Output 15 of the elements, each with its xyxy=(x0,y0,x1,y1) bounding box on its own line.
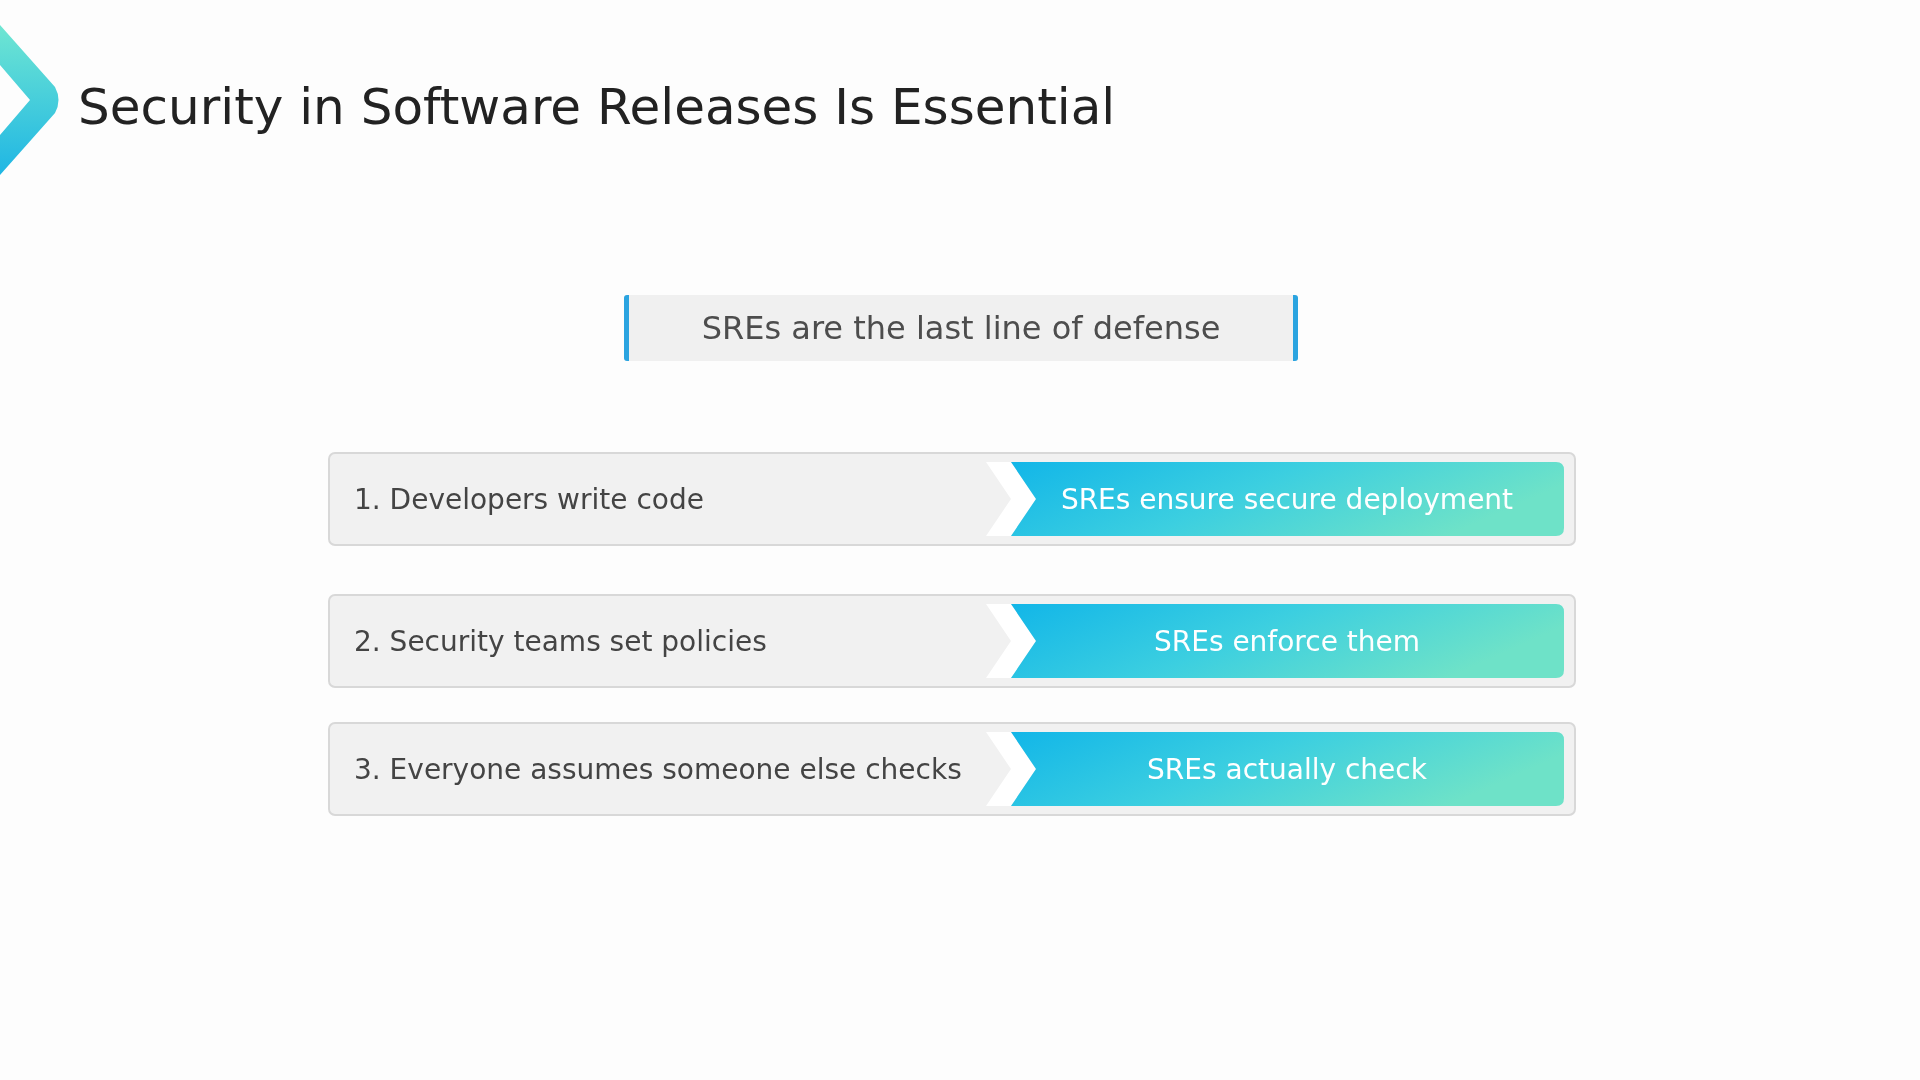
step-text: 3. Everyone assumes someone else checks xyxy=(354,752,962,786)
slide-title: Security in Software Releases Is Essential xyxy=(78,77,1116,137)
tag-text: SREs actually check xyxy=(1147,752,1427,786)
step-text: 1. Developers write code xyxy=(354,482,704,516)
step-text: 2. Security teams set policies xyxy=(354,624,767,658)
list-row-panel xyxy=(328,722,1576,816)
chevron-tag xyxy=(986,462,1564,536)
tag-text: SREs enforce them xyxy=(1154,624,1420,658)
banner-text: SREs are the last line of defense xyxy=(701,309,1221,347)
list-row-panel xyxy=(328,594,1576,688)
tag-text: SREs ensure secure deployment xyxy=(1060,482,1514,516)
list-row-panel xyxy=(328,452,1576,546)
chevron-tag xyxy=(986,604,1564,678)
banner-box xyxy=(624,295,1298,361)
chevron-tag xyxy=(986,732,1564,806)
